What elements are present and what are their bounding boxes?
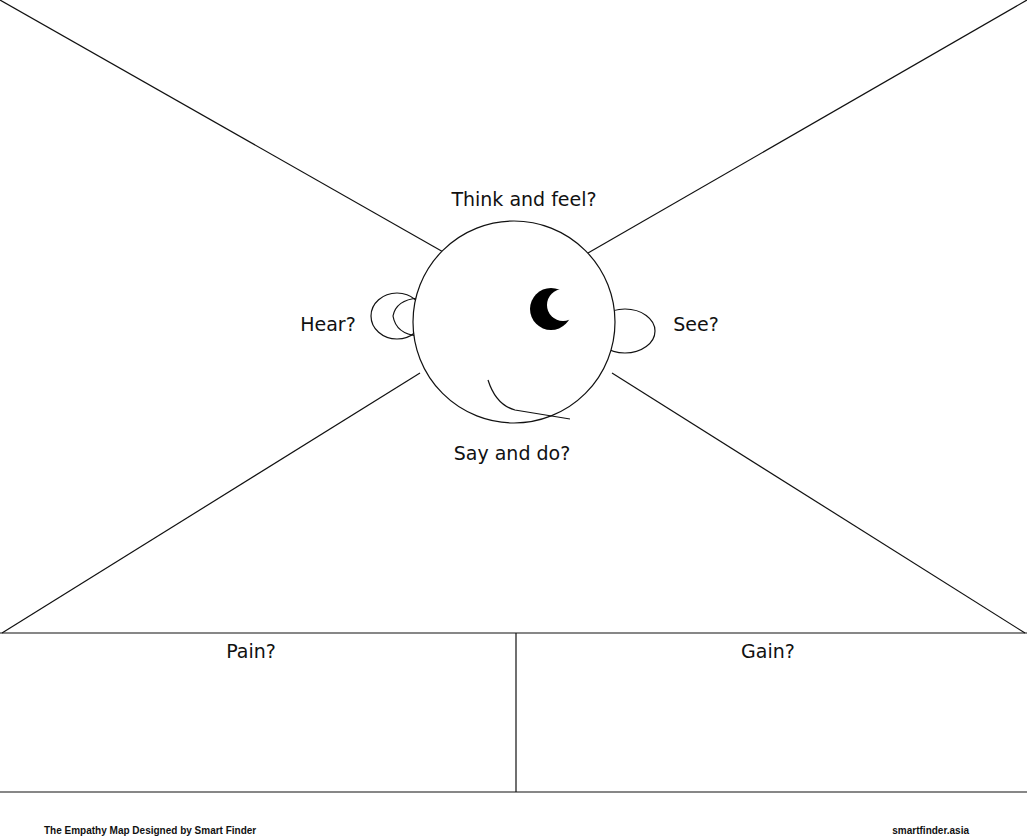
quadrant-label: Hear? [298, 313, 358, 335]
band-heading: Gain? [741, 640, 795, 662]
empathy-band: Pain? [0, 634, 516, 791]
footer-credit: The Empathy Map Designed by Smart Finder [42, 825, 258, 836]
quadrant-label: Say and do? [452, 442, 573, 464]
quadrant-label: See? [671, 313, 721, 335]
quadrant-label: Think and feel? [449, 188, 598, 210]
footer-url: smartfinder.asia [890, 825, 971, 836]
empathy-band: Gain? [517, 634, 1027, 791]
band-heading: Pain? [226, 640, 276, 662]
